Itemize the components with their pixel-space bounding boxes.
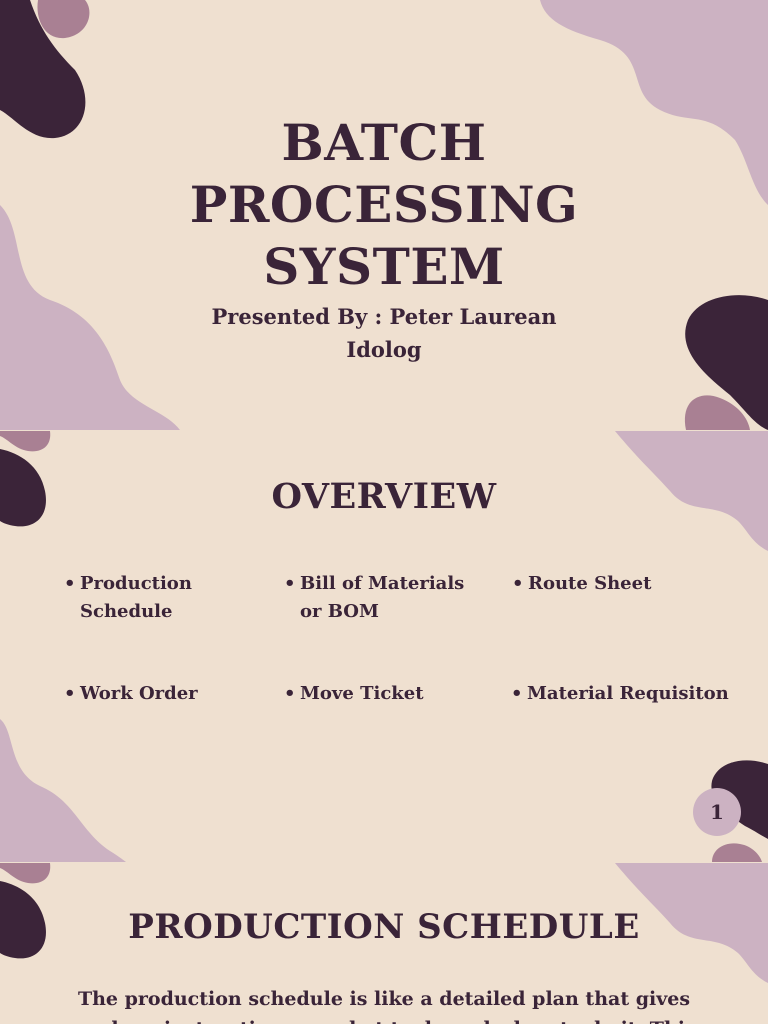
slide-title: BATCH PROCESSING SYSTEM [0,112,768,298]
title-line: PROCESSING [189,175,579,234]
blob-bottom-right-mauve [712,843,762,862]
presenter-line: Idolog [346,337,422,362]
slide-title: PRODUCTION SCHEDULE [128,907,640,947]
title-line: SYSTEM [263,237,505,296]
title-slide: BATCH PROCESSING SYSTEM Presented By : P… [0,0,768,430]
title-line: BATCH [281,113,487,172]
body-paragraph: The production schedule is like a detail… [72,988,695,1024]
blob-bottom-left-light [0,719,126,862]
blob-top-left-mauve [0,863,51,884]
presenter-line: Presented By : Peter Laurean [211,304,557,329]
blob-top-left-mauve [0,431,51,452]
list-item: Material Requisiton [511,680,741,708]
list-item: Work Order [64,680,244,708]
list-item: Bill of Materials or BOM [284,570,474,626]
list-item: Move Ticket [284,680,474,708]
blob-right-mauve [684,395,750,430]
page-number-badge: 1 [693,788,741,836]
list-item: Route Sheet [512,570,712,598]
list-item: Production Schedule [64,570,244,626]
presenter-credit: Presented By : Peter Laurean Idolog [0,300,768,366]
blob-top-left-mauve [37,0,90,39]
slide-title: OVERVIEW [271,476,497,517]
